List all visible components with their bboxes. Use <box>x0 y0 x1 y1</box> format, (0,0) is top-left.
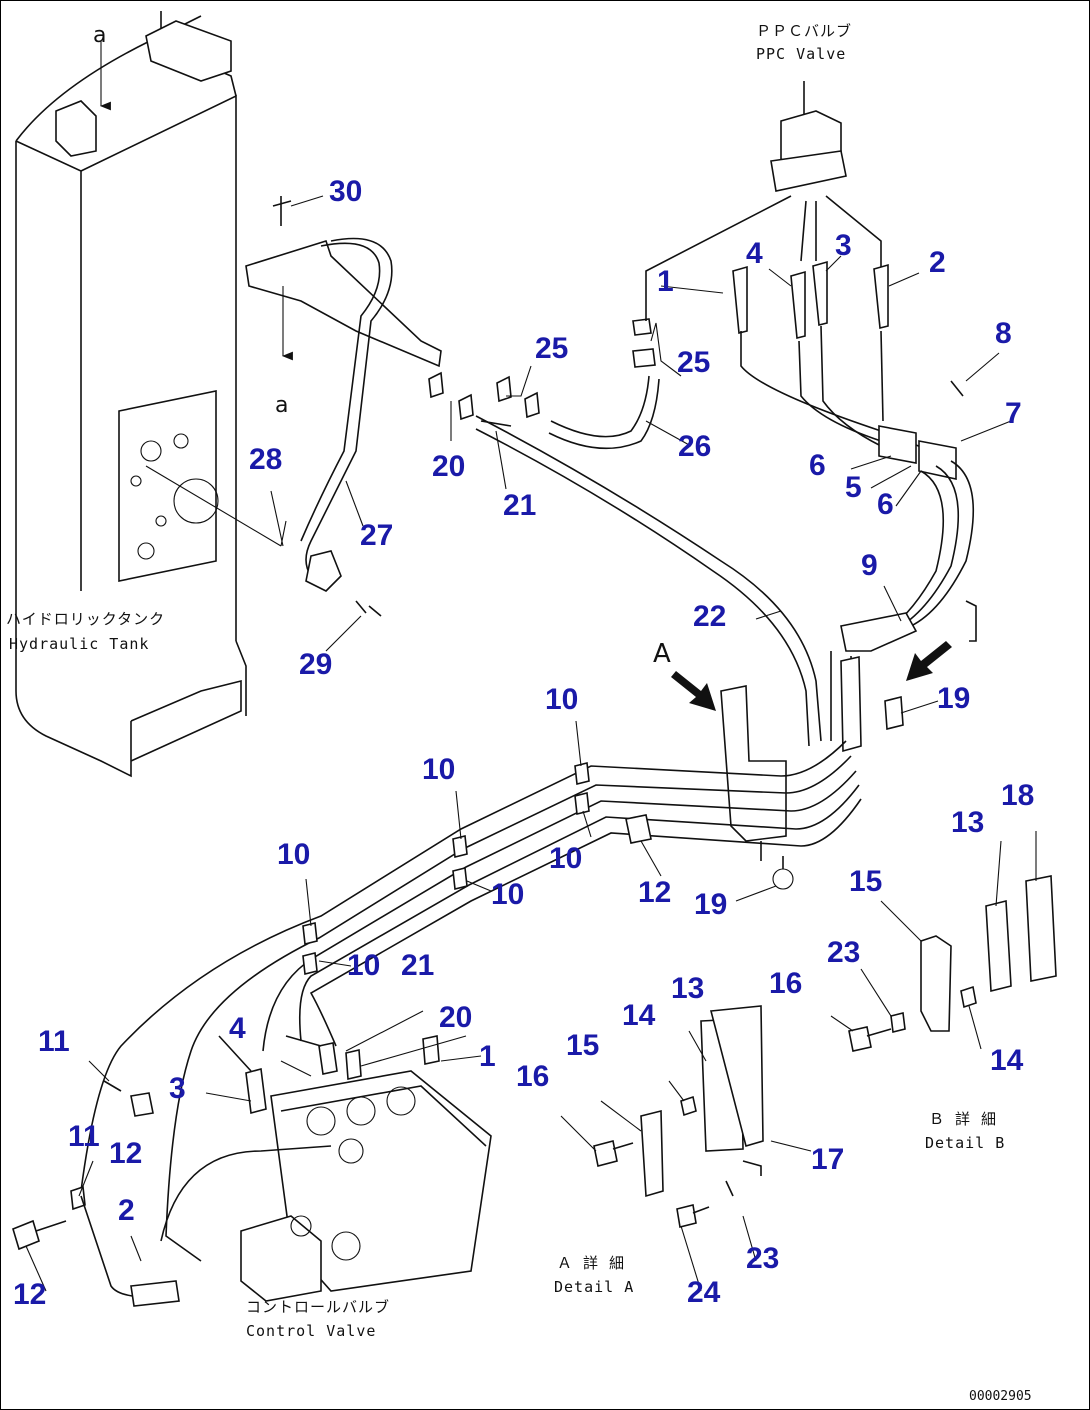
callout-6-b: 6 <box>877 488 894 521</box>
callout-9: 9 <box>861 549 878 582</box>
callout-16: 16 <box>769 967 803 1000</box>
callout-15-b: 15 <box>566 1029 600 1062</box>
hydraulic-tank-label-jp: ハイドロリックタンク <box>6 610 166 628</box>
callout-7: 7 <box>1005 397 1022 430</box>
detail-b-drawing <box>848 875 1057 1052</box>
callout-15: 15 <box>849 865 883 898</box>
reference-a-mid: a <box>275 393 289 418</box>
upper-bracket-drawing <box>245 196 540 617</box>
detail-b-label-en: Detail B <box>925 1134 1006 1152</box>
callout-10-c: 10 <box>549 842 583 875</box>
callout-20: 20 <box>432 450 466 483</box>
callout-25: 25 <box>535 332 569 365</box>
callout-2-b: 2 <box>118 1194 135 1227</box>
lower-pipes-drawing <box>12 740 862 1307</box>
callout-18: 18 <box>1001 779 1035 812</box>
control-valve-drawing <box>160 1035 492 1302</box>
detail-b-label-jp: Ｂ 詳 細 <box>929 1110 998 1128</box>
callout-16-b: 16 <box>516 1060 550 1093</box>
reference-a-top: a <box>93 23 107 48</box>
callout-30: 30 <box>329 175 363 208</box>
callout-11-b: 11 <box>68 1120 100 1153</box>
callout-3-b: 3 <box>169 1072 186 1105</box>
callout-17: 17 <box>811 1143 845 1176</box>
callout-26: 26 <box>678 430 712 463</box>
callout-22: 22 <box>693 600 727 633</box>
callout-2: 2 <box>929 246 946 279</box>
callout-14-b: 14 <box>622 999 656 1032</box>
view-arrows <box>671 641 952 711</box>
callout-23-b: 23 <box>746 1242 780 1275</box>
callout-14: 14 <box>990 1044 1024 1077</box>
callout-4-b: 4 <box>229 1012 246 1045</box>
callout-1: 1 <box>657 265 674 298</box>
callout-13: 13 <box>951 806 985 839</box>
center-block-drawing <box>720 600 977 890</box>
callout-25-b: 25 <box>677 346 711 379</box>
callout-13-b: 13 <box>671 972 705 1005</box>
view-a-letter: A <box>653 639 671 669</box>
callout-28: 28 <box>249 443 283 476</box>
hydraulic-tank-drawing <box>15 11 287 778</box>
ppc-valve-label-en: PPC Valve <box>756 45 847 63</box>
callout-1-b: 1 <box>479 1040 496 1073</box>
leader-lines <box>25 195 1037 1292</box>
control-valve-label-jp: コントロールバルブ <box>246 1298 391 1316</box>
callout-5: 5 <box>845 471 862 504</box>
control-valve-label-en: Control Valve <box>246 1322 377 1340</box>
callout-19-b: 19 <box>694 888 728 921</box>
detail-a-label-jp: Ａ 詳 細 <box>557 1254 626 1272</box>
callout-10-b: 10 <box>422 753 456 786</box>
callout-10-d: 10 <box>277 838 311 871</box>
callout-10-g: 10 <box>347 949 381 982</box>
callout-19: 19 <box>937 682 971 715</box>
callout-21-b: 21 <box>401 949 435 982</box>
callout-11: 11 <box>38 1025 70 1058</box>
callout-23: 23 <box>827 936 861 969</box>
callout-29: 29 <box>299 648 333 681</box>
detail-a-drawing <box>593 1005 764 1228</box>
callout-12: 12 <box>638 876 672 909</box>
callout-10: 10 <box>545 683 579 716</box>
callout-24: 24 <box>687 1276 721 1309</box>
callout-6: 6 <box>809 449 826 482</box>
detail-a-label-en: Detail A <box>554 1278 635 1296</box>
ppc-valve-drawing <box>645 81 975 634</box>
hose-routing-drawing <box>475 318 822 747</box>
callout-27: 27 <box>360 519 394 552</box>
callout-10-e: 10 <box>491 878 525 911</box>
callout-21: 21 <box>503 489 537 522</box>
callout-4: 4 <box>746 237 763 270</box>
callout-8: 8 <box>995 317 1012 350</box>
callout-3: 3 <box>835 229 852 262</box>
hydraulic-tank-label-en: Hydraulic Tank <box>9 635 150 653</box>
callout-20-b: 20 <box>439 1001 473 1034</box>
callout-12-b: 12 <box>109 1137 143 1170</box>
drawing-number: 00002905 <box>969 1389 1032 1404</box>
callout-12-c: 12 <box>13 1278 47 1311</box>
ppc-valve-label-jp: ＰＰＣバルブ <box>756 22 853 40</box>
